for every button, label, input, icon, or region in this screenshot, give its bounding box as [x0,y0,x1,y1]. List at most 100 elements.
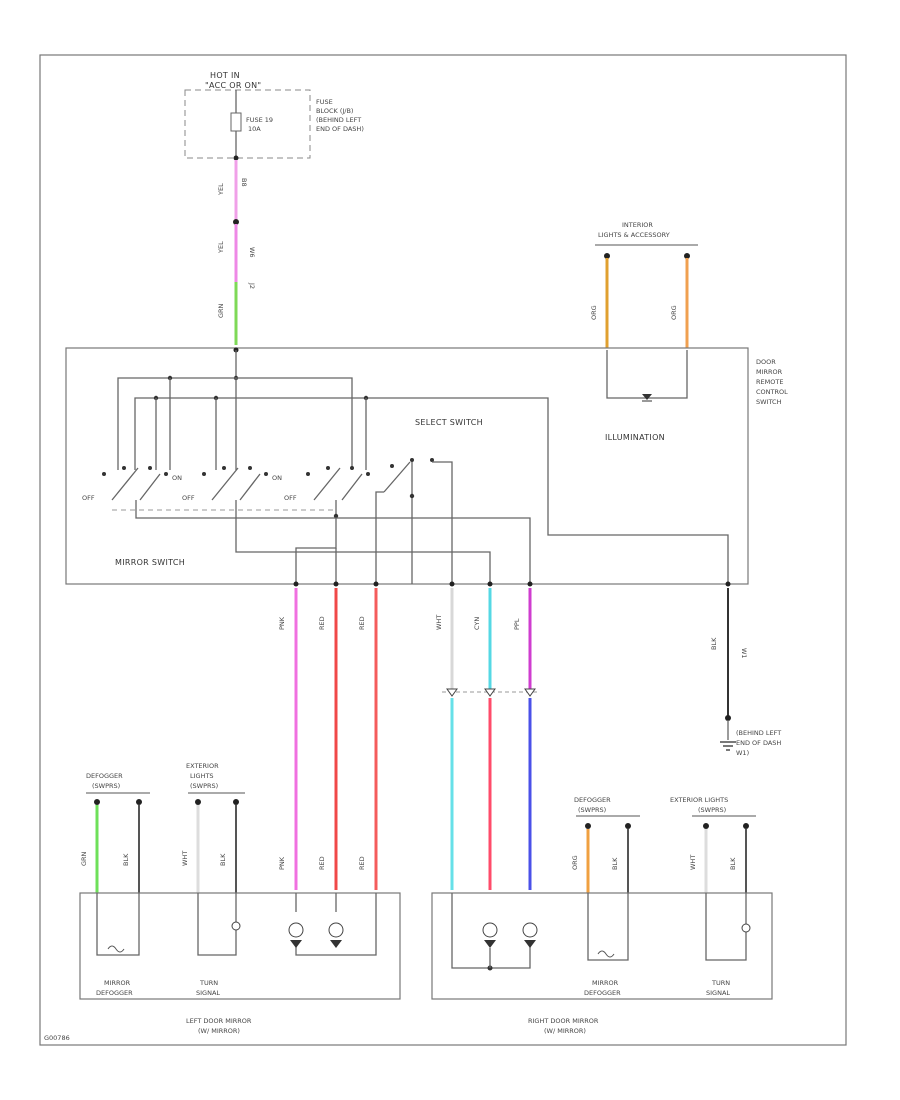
rocker-2-contact-b [222,466,226,470]
fuse-block-outline [184,89,311,159]
diagram-frame [39,54,847,1046]
splice-dot [233,219,239,225]
ground-location-3: W1) [736,749,749,757]
left-defogger-terminal-2 [136,799,142,805]
rocker-1-contact-a [102,472,106,476]
left-mirror-defogger-1: MIRROR [104,979,131,987]
right-motor-2-arrow [524,940,536,948]
left-motor-1-arrow [290,940,302,948]
right-defogger-heater-icon [597,950,615,958]
fuse-block: HOT IN "ACC OR ON" FUSE 19 10A FUSE BLOC… [184,71,364,187]
switch-pin-2 [333,581,339,587]
left-defogger-wire-1-color: GRN [80,851,88,866]
route-left-3 [135,500,531,584]
fuse-icon [230,112,242,132]
left-defogger-wire-2-color: BLK [122,853,130,866]
left-motor-wire-2-color-lower: RED [318,856,326,870]
route-left-2 [235,500,491,584]
mirror-switch-label: MIRROR SWITCH [115,558,185,567]
route-node-1 [333,513,339,519]
right-defogger-terminal-2 [625,823,631,829]
select-switch-label: SELECT SWITCH [415,418,483,427]
left-motor-1-icon [288,922,304,938]
switch-pin-4 [449,581,455,587]
remote-switch-box [65,347,749,585]
supply-wire-1-color: YEL [217,183,225,196]
right-motor-wire-2-color: CYN [473,617,481,630]
select-right-lead [432,461,453,584]
rocker-2-arm-b [239,473,261,501]
left-mirror-title-1: LEFT DOOR MIRROR [186,1017,252,1025]
rocker-3-arm-b [341,473,363,501]
left-defogger-terminal-1 [94,799,100,805]
route-left-1 [295,500,337,584]
right-defogger-label-2: (SWPRS) [578,806,606,814]
right-turn-signal-1: TURN [711,979,730,987]
rocker-1-contact-b [122,466,126,470]
left-turn-signal-lamp-icon [231,921,241,931]
right-motor-2-icon [522,922,538,938]
ground-bus [134,397,729,584]
supply-wire-2-color: YEL [217,241,225,254]
left-ext-label-1: EXTERIOR [186,762,219,770]
left-defogger-element [96,893,140,956]
interior-wire-1-color: ORG [590,305,598,320]
left-ext-label-2: LIGHTS [190,772,214,780]
right-ext-terminal-2 [743,823,749,829]
left-mirror-title-2: (W/ MIRROR) [198,1027,240,1035]
fuse-location-3: (BEHIND LEFT [316,116,361,124]
illumination-label: ILLUMINATION [605,433,665,442]
fuse-output-terminal [233,155,239,161]
hot-label-2: "ACC OR ON" [205,81,261,90]
left-ext-terminal-2 [233,799,239,805]
left-motor-wire-3-color: RED [358,616,366,630]
interior-lights: INTERIOR LIGHTS & ACCESSORY ORG ORG [590,221,698,348]
left-mirror-defogger-2: DEFOGGER [96,989,133,997]
rocker-2-on: ON [272,474,282,482]
right-turn-signal-lamp-icon [741,923,751,933]
rocker-1-arm-b [139,473,161,501]
rocker-3-contact-c [350,466,354,470]
rocker-2-arm-a [211,467,239,501]
remote-switch-label-5: SWITCH [756,398,782,406]
rocker-2-contact-a [202,472,206,476]
rocker-1-contact-d [164,472,168,476]
illumination-loop [606,350,688,399]
fuse-id-2: 10A [248,125,261,133]
left-turn-signal-2: SIGNAL [196,989,220,997]
right-ext-wire-2-color: BLK [729,857,737,870]
right-ext-terminal-1 [703,823,709,829]
ground-location-1: (BEHIND LEFT [736,729,781,737]
right-turn-signal-2: SIGNAL [706,989,730,997]
fuse-pin-label: B8 [240,178,248,187]
left-defogger-label-1: DEFOGGER [86,772,123,780]
switch-pin-1 [293,581,299,587]
hot-label-1: HOT IN [210,71,240,80]
select-contact-1 [390,464,394,468]
left-motor-common [295,893,377,956]
right-defogger-wire-2-color: BLK [611,857,619,870]
select-node [409,493,415,499]
right-door-mirror: DEFOGGER (SWPRS) ORG BLK EXTERIOR LIGHTS… [431,796,773,1035]
rocker-1-contact-c [148,466,152,470]
interior-lights-label-2: LIGHTS & ACCESSORY [598,231,670,239]
left-defogger-label-2: (SWPRS) [92,782,120,790]
remote-control-switch: DOOR MIRROR REMOTE CONTROL SWITCH ILLUMI… [65,347,788,587]
rocker-1-on: ON [172,474,182,482]
mirror-rocker-3: OFF [284,466,370,502]
left-motor-wire-3-color-lower: RED [358,856,366,870]
left-turn-signal-circuit [197,893,237,956]
left-ext-terminal-1 [195,799,201,805]
remote-switch-label-2: MIRROR [756,368,783,376]
mirror-rocker-1: OFF ON [82,466,182,502]
supply-wire-2-circuit: W6 [248,247,256,258]
right-motor-wire-1-color: WHT [435,615,443,630]
select-arm [383,461,411,493]
supply-wire-3-circuit: J2 [248,282,256,289]
select-contact-3 [430,458,434,462]
right-motor-1-icon [482,922,498,938]
remote-switch-label-3: REMOTE [756,378,783,386]
switch-pin-6 [527,581,533,587]
left-turn-signal-1: TURN [199,979,218,987]
